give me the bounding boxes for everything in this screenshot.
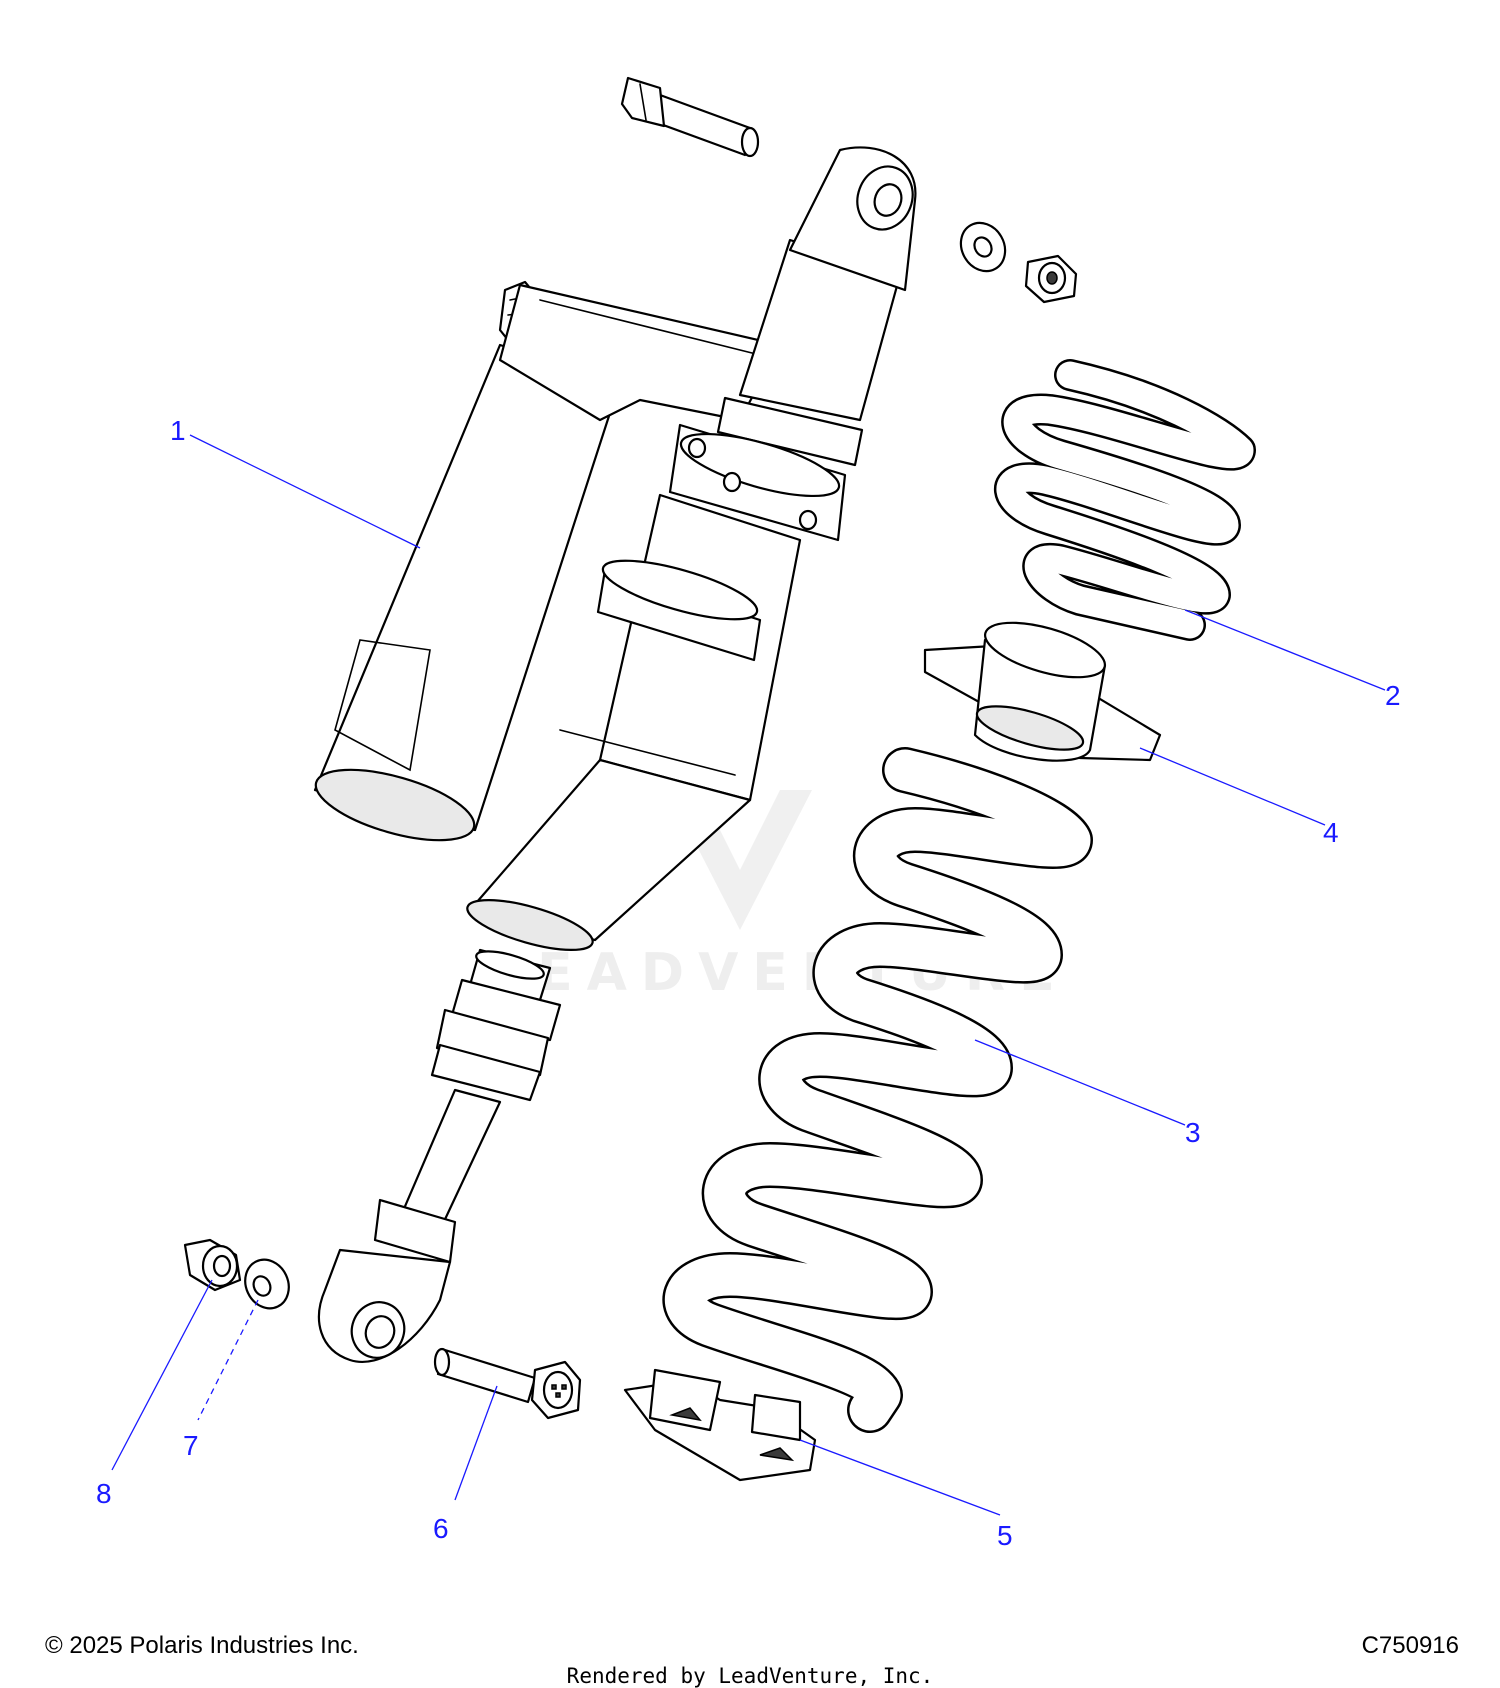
callout-5: 5 [997,1520,1013,1551]
rendered-by-text: Rendered by LeadVenture, Inc. [566,1664,934,1688]
leader-3 [974,1039,1186,1126]
copyright-text: © 2025 Polaris Industries Inc. [45,1632,359,1659]
reservoir-bridge [498,283,782,422]
callout-3: 3 [1185,1117,1201,1148]
shock-body-middle [466,493,802,952]
callout-6: 6 [433,1513,449,1544]
leader-lines [111,434,1386,1516]
callout-labels: 1 2 3 4 5 6 7 8 [96,415,1401,1551]
leader-8 [111,1279,213,1471]
top-bolt [620,76,760,158]
leader-7 [197,1299,259,1421]
callout-2: 2 [1385,680,1401,711]
top-washer-nut [959,221,1078,304]
tender-spring [994,359,1256,641]
spring-retainer-clip [623,1368,817,1482]
callout-1: 1 [170,415,186,446]
shock-shaft [398,1088,502,1232]
leader-6 [454,1385,498,1501]
bottom-bolt [433,1347,582,1420]
spring-spacer [923,621,1162,762]
diagram-code: C750916 [1361,1632,1459,1659]
callout-7: 7 [183,1430,199,1461]
bump-stop [430,948,562,1102]
bottom-washer [244,1258,290,1310]
leader-5 [799,1439,1001,1516]
preload-collar [668,423,847,542]
shock-body-upper [716,146,917,467]
bottom-eyelet [317,1198,457,1363]
leader-4 [1139,747,1326,826]
callout-8: 8 [96,1478,112,1509]
bottom-nut [183,1238,242,1292]
main-spring [662,747,1093,1433]
leader-1 [189,434,421,549]
leader-2 [1184,609,1386,691]
callout-4: 4 [1323,817,1339,848]
